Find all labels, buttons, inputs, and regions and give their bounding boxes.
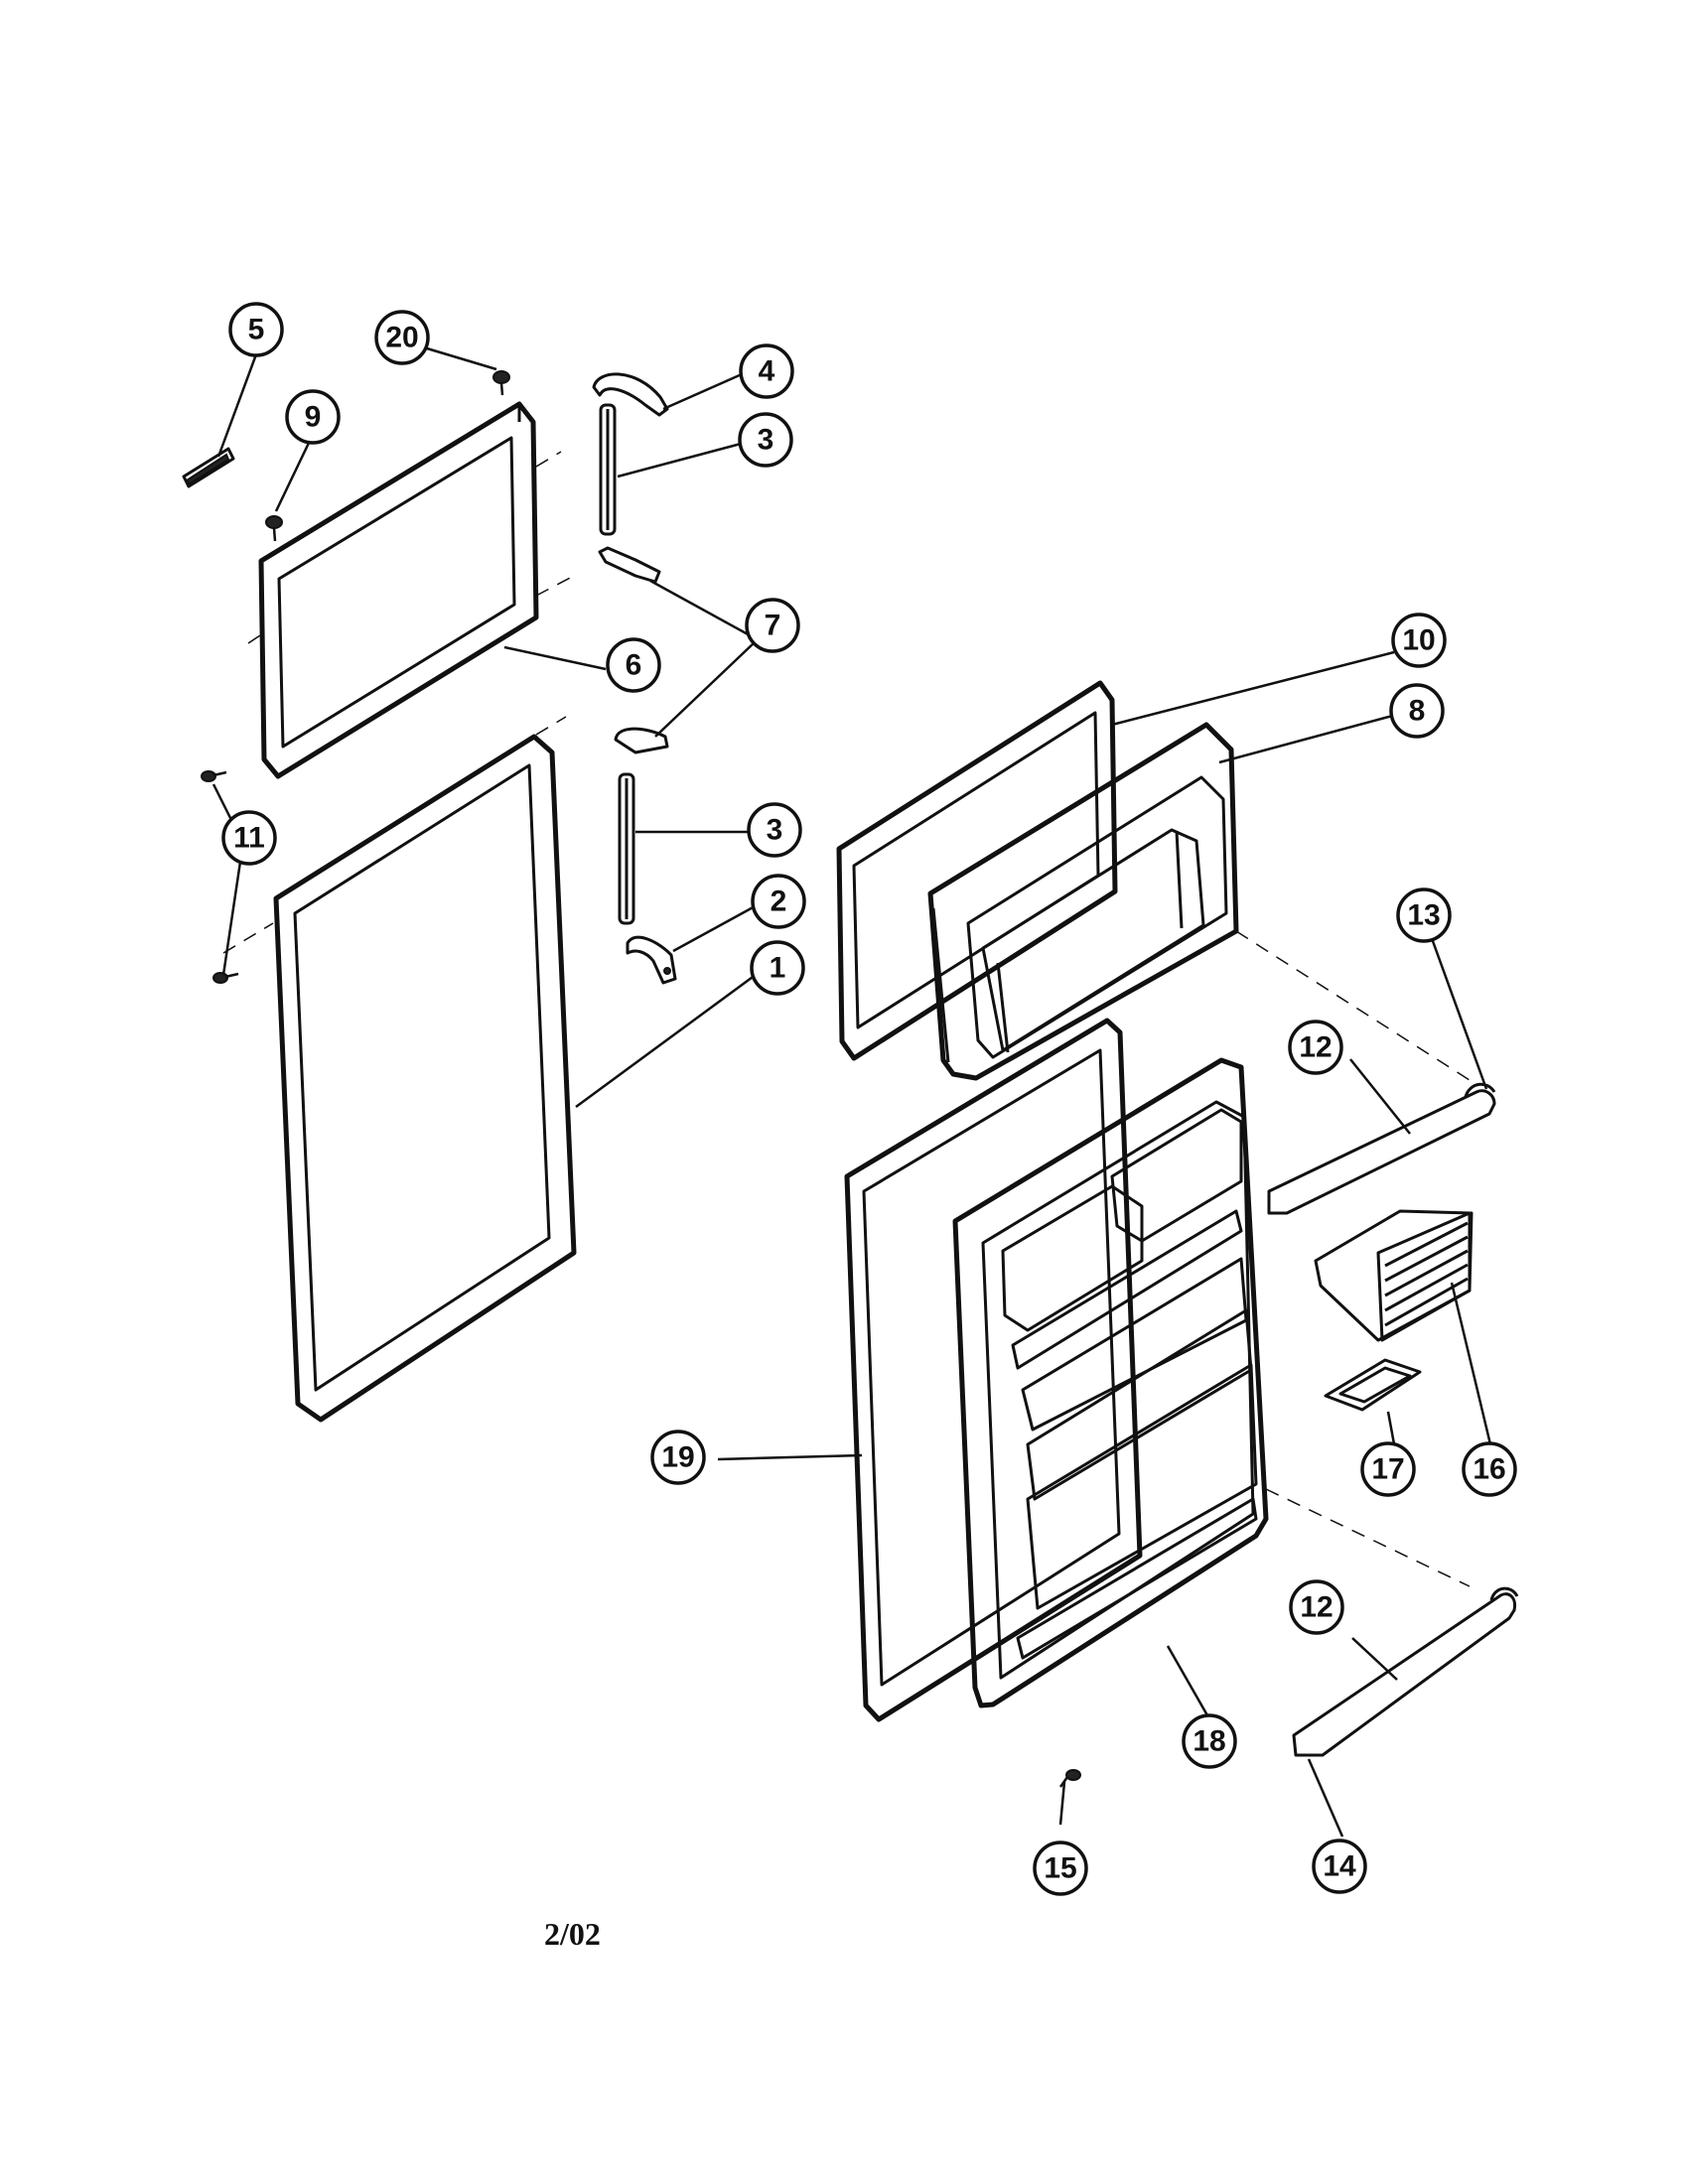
svg-text:2: 2 bbox=[771, 886, 787, 918]
callout-3-lower: 3 bbox=[747, 802, 802, 858]
callout-12-upper: 12 bbox=[1288, 1020, 1343, 1075]
door-shelf-bar-upper bbox=[1267, 1082, 1496, 1215]
fresh-food-inner-liner bbox=[952, 1057, 1471, 1708]
svg-text:12: 12 bbox=[1299, 1031, 1332, 1064]
svg-text:17: 17 bbox=[1371, 1453, 1404, 1486]
screw-11-upper bbox=[201, 770, 227, 782]
plug-20 bbox=[492, 370, 510, 396]
callout-5: 5 bbox=[228, 302, 284, 357]
fresh-food-door-panel bbox=[222, 716, 577, 1423]
callout-13: 13 bbox=[1396, 887, 1452, 943]
center-hinge-7-upper bbox=[598, 546, 661, 584]
center-hinge-7-lower bbox=[614, 727, 669, 754]
svg-text:5: 5 bbox=[248, 314, 265, 346]
svg-text:9: 9 bbox=[305, 401, 322, 434]
svg-text:20: 20 bbox=[385, 322, 418, 354]
screw-11-lower bbox=[212, 972, 239, 984]
callout-7: 7 bbox=[745, 598, 800, 653]
svg-text:6: 6 bbox=[626, 649, 642, 682]
callout-6: 6 bbox=[606, 637, 661, 693]
dairy-compartment-cover-16 bbox=[1314, 1209, 1474, 1342]
callout-9: 9 bbox=[285, 389, 341, 445]
svg-text:16: 16 bbox=[1473, 1453, 1505, 1486]
svg-text:18: 18 bbox=[1193, 1725, 1225, 1758]
callout-15: 15 bbox=[1033, 1841, 1088, 1896]
callout-10: 10 bbox=[1391, 613, 1447, 668]
callout-17: 17 bbox=[1360, 1441, 1416, 1497]
dairy-tray-17 bbox=[1324, 1358, 1422, 1412]
callout-1: 1 bbox=[750, 940, 805, 996]
svg-text:15: 15 bbox=[1044, 1852, 1076, 1885]
svg-text:11: 11 bbox=[233, 822, 265, 855]
svg-text:1: 1 bbox=[770, 952, 786, 985]
callout-2: 2 bbox=[751, 874, 806, 929]
callout-12-lower: 12 bbox=[1289, 1579, 1344, 1635]
callout-20: 20 bbox=[374, 310, 430, 365]
fresh-food-gasket bbox=[844, 1018, 1143, 1722]
svg-text:3: 3 bbox=[758, 424, 774, 457]
callout-11: 11 bbox=[221, 810, 277, 866]
callout-18: 18 bbox=[1182, 1713, 1237, 1769]
top-hinge-4 bbox=[592, 372, 669, 417]
gasket-strip-3-lower bbox=[618, 772, 635, 925]
freezer-inner-liner bbox=[927, 722, 1471, 1081]
svg-text:10: 10 bbox=[1402, 624, 1435, 657]
callout-3-upper: 3 bbox=[738, 412, 793, 468]
callout-14: 14 bbox=[1312, 1839, 1367, 1894]
door-shelf-bar-lower bbox=[1292, 1586, 1519, 1757]
svg-text:8: 8 bbox=[1409, 695, 1426, 728]
bottom-hinge-2 bbox=[626, 935, 677, 985]
plug-9 bbox=[265, 515, 283, 542]
gasket-strip-3-upper bbox=[599, 403, 617, 536]
callout-19: 19 bbox=[650, 1430, 706, 1485]
svg-text:19: 19 bbox=[661, 1441, 694, 1474]
svg-text:7: 7 bbox=[765, 610, 781, 642]
svg-text:14: 14 bbox=[1323, 1850, 1356, 1883]
svg-text:4: 4 bbox=[759, 355, 775, 388]
leader-lines bbox=[211, 346, 1492, 1838]
callout-4: 4 bbox=[739, 343, 794, 399]
svg-text:13: 13 bbox=[1407, 899, 1440, 932]
freezer-door-panel bbox=[247, 401, 575, 779]
handle-trim-5 bbox=[182, 447, 235, 488]
svg-text:3: 3 bbox=[767, 814, 783, 847]
callout-16: 16 bbox=[1462, 1441, 1517, 1497]
svg-text:12: 12 bbox=[1300, 1591, 1333, 1624]
callout-8: 8 bbox=[1389, 683, 1445, 739]
footer-code: 2/02 bbox=[544, 1916, 601, 1952]
freezer-gasket bbox=[836, 680, 1118, 1061]
